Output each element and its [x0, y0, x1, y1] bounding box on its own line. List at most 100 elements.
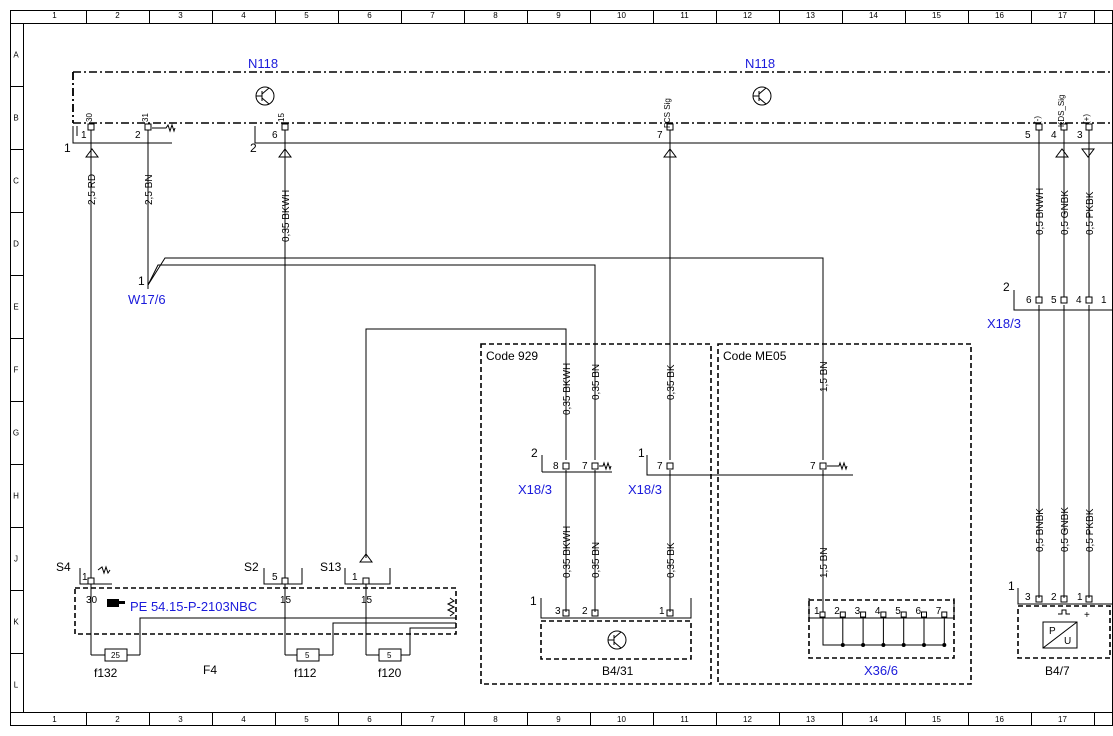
code-me05-label: Code ME05: [723, 349, 787, 363]
code-me05-box: Code ME05: [717, 343, 972, 685]
n118-label-right: N118: [745, 56, 775, 71]
x18-3-b-pin7a: 7: [657, 461, 663, 472]
n118-control-unit: N118 N118 30 31 15 FCS Sig (-) KDS_Sig (…: [64, 56, 1113, 158]
pin-n118-5: 5: [1025, 130, 1031, 141]
b4-7-pin1: 1: [1077, 592, 1083, 603]
x36-6-pin-terminal: [880, 611, 887, 618]
b4-31-label: B4/31: [602, 664, 634, 678]
wire-label: 0,5 BNWH: [1035, 188, 1046, 235]
x36-6-pin-number: 2: [834, 606, 840, 617]
sensor-b4-31: 1 3 2 1 B4/31: [530, 594, 692, 678]
transistor-icon: [255, 86, 275, 106]
x36-6-pin-terminal: [819, 611, 826, 618]
x18-3-c-pin4: 4: [1076, 295, 1082, 306]
x36-6-pin-number: 3: [855, 606, 861, 617]
f4-pin-15a: 15: [280, 595, 292, 606]
wire-label: 0,35 BKWH: [281, 190, 292, 242]
b4-7-label: B4/7: [1045, 664, 1070, 678]
column-label-bottom: 13: [806, 715, 815, 724]
pin-n118-2: 2: [135, 130, 141, 141]
column-label-bottom: 15: [932, 715, 941, 724]
f4-label: F4: [203, 663, 217, 677]
wire-label: 0,5 GNBK: [1060, 507, 1071, 552]
x36-6-pin-terminal: [941, 611, 948, 618]
pin-name-15: 15: [277, 113, 286, 122]
column-label-bottom: 2: [115, 715, 120, 724]
column-label-bottom: 1: [52, 715, 57, 724]
reference-link: PE 54.15-P-2103NBC: [130, 599, 257, 614]
row-label: A: [13, 51, 19, 60]
sensor-b4-7: 1 3 2 1 + P U B4/7: [1008, 579, 1113, 678]
pin-name-fcs: FCS Sig: [663, 98, 672, 128]
wire-label: 2,5 BN: [144, 174, 155, 205]
wire-label: 0,35 BKWH: [562, 526, 573, 578]
fuse-value: 25: [111, 651, 120, 660]
wire-label: 0,5 BNBK: [1035, 508, 1046, 552]
connector-x18-3-c: 2 6 5 4 1 X18/3: [987, 280, 1113, 331]
connector-x18-3-a: 2 8 7 X18/3: [518, 446, 612, 497]
row-label: K: [13, 618, 19, 627]
b4-7-p: P: [1049, 626, 1056, 637]
column-label-top: 15: [932, 11, 941, 20]
fuse-module-f4: S4 1 S2 5 S13 1 30 15 15 PE 54.15-P-2103…: [56, 553, 457, 680]
x18-3-c-pin5: 5: [1051, 295, 1057, 306]
pin-n118-1: 1: [81, 130, 87, 141]
grid-ticks: [10, 10, 1095, 726]
column-label-top: 14: [869, 11, 878, 20]
column-label-top: 5: [304, 11, 309, 20]
wire-label: 1,5 BN: [819, 361, 830, 392]
x36-6-pin-terminal: [839, 611, 846, 618]
b4-31-pin3: 3: [555, 606, 561, 617]
pin-n118-7: 7: [657, 130, 663, 141]
pin-n118-4: 4: [1051, 130, 1057, 141]
column-label-bottom: 3: [178, 715, 183, 724]
column-label-top: 3: [178, 11, 183, 20]
column-label-top: 9: [556, 11, 561, 20]
x36-6-junction-dot: [942, 643, 947, 647]
wire-label: 1,5 BN: [819, 547, 830, 578]
code-929-label: Code 929: [486, 349, 538, 363]
x36-6-pin-number: 4: [875, 606, 881, 617]
x36-6-pin-number: 5: [895, 606, 901, 617]
s2-label: S2: [244, 560, 259, 574]
w17-6-pin: 1: [138, 274, 145, 288]
row-label: J: [14, 555, 18, 564]
x18-3-b-label: X18/3: [628, 482, 662, 497]
x18-3-c-label: X18/3: [987, 316, 1021, 331]
s4-label: S4: [56, 560, 71, 574]
x18-3-b-pin7b: 7: [810, 461, 816, 472]
column-label-top: 16: [995, 11, 1004, 20]
ground-point-w17-6: 1 W17/6: [128, 274, 166, 307]
column-label-top: 7: [430, 11, 435, 20]
column-label-bottom: 14: [869, 715, 878, 724]
pin-name-30: 30: [85, 113, 94, 122]
wire-label: 0,5 PKBK: [1085, 508, 1096, 552]
column-label-bottom: 9: [556, 715, 561, 724]
f4-pin-15b: 15: [361, 595, 373, 606]
column-label-top: 13: [806, 11, 815, 20]
pin-n118-6: 6: [272, 130, 278, 141]
column-label-bottom: 7: [430, 715, 435, 724]
x36-6-pin-terminal: [921, 611, 927, 618]
x18-3-b-conn: 1: [638, 446, 645, 460]
s4-pin: 1: [82, 572, 88, 583]
f120-label: f120: [378, 666, 402, 680]
column-label-bottom: 8: [493, 715, 498, 724]
x18-3-a-label: X18/3: [518, 482, 552, 497]
column-label-bottom: 11: [680, 715, 689, 724]
row-label: D: [13, 240, 19, 249]
column-label-top: 4: [241, 11, 246, 20]
column-label-bottom: 6: [367, 715, 372, 724]
row-label: B: [13, 114, 18, 123]
row-label: L: [14, 681, 19, 690]
fuse-value: 5: [305, 651, 310, 660]
connector-x18-3-b: 1 7 7 X18/3: [628, 446, 853, 497]
x18-3-a-pin7: 7: [582, 461, 588, 472]
connector-1-label: 1: [64, 141, 71, 155]
wire-label: 2,5 RD: [87, 174, 98, 205]
s13-pin: 1: [352, 572, 358, 583]
wire-label: 0,35 BN: [591, 364, 602, 400]
column-label-top: 2: [115, 11, 120, 20]
